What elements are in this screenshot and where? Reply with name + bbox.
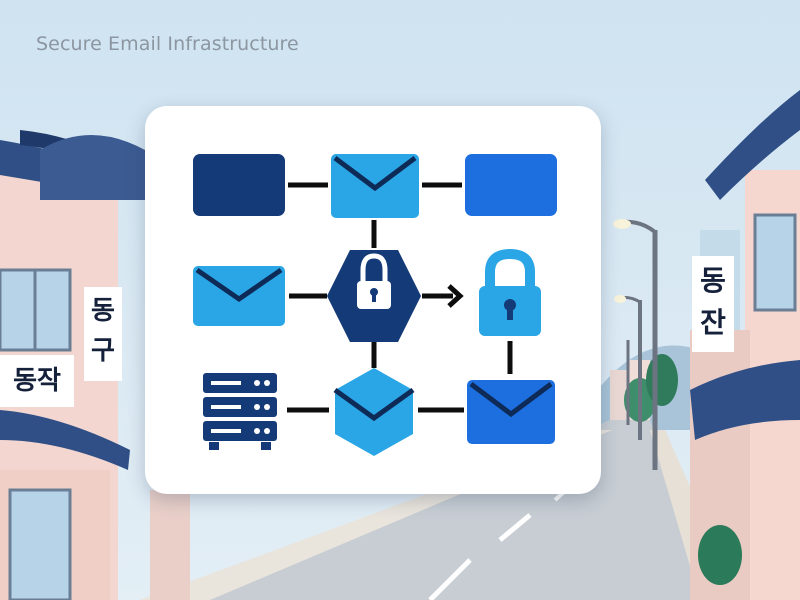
envelope-bottom-right	[467, 380, 555, 444]
lock-hexagon	[327, 250, 421, 342]
envelope-hexagon	[333, 368, 415, 456]
envelope-left	[193, 266, 285, 326]
padlock-icon	[479, 248, 541, 336]
street-sign-donggu: 동구	[84, 287, 122, 381]
street-sign-dongjan: 동잔	[692, 256, 734, 352]
page-title: Secure Email Infrastructure	[36, 33, 299, 55]
envelope-top	[331, 154, 419, 218]
street-sign-dongjak: 동작	[0, 355, 74, 407]
rect-blue-top	[465, 154, 557, 216]
server-icon	[203, 373, 277, 450]
edge-lock-to-padlock-arrowhead	[447, 284, 464, 308]
diagram-edges	[287, 182, 513, 413]
email-flow-diagram	[193, 154, 557, 456]
rect-dark-top	[193, 154, 285, 216]
diagram-card	[145, 106, 601, 494]
